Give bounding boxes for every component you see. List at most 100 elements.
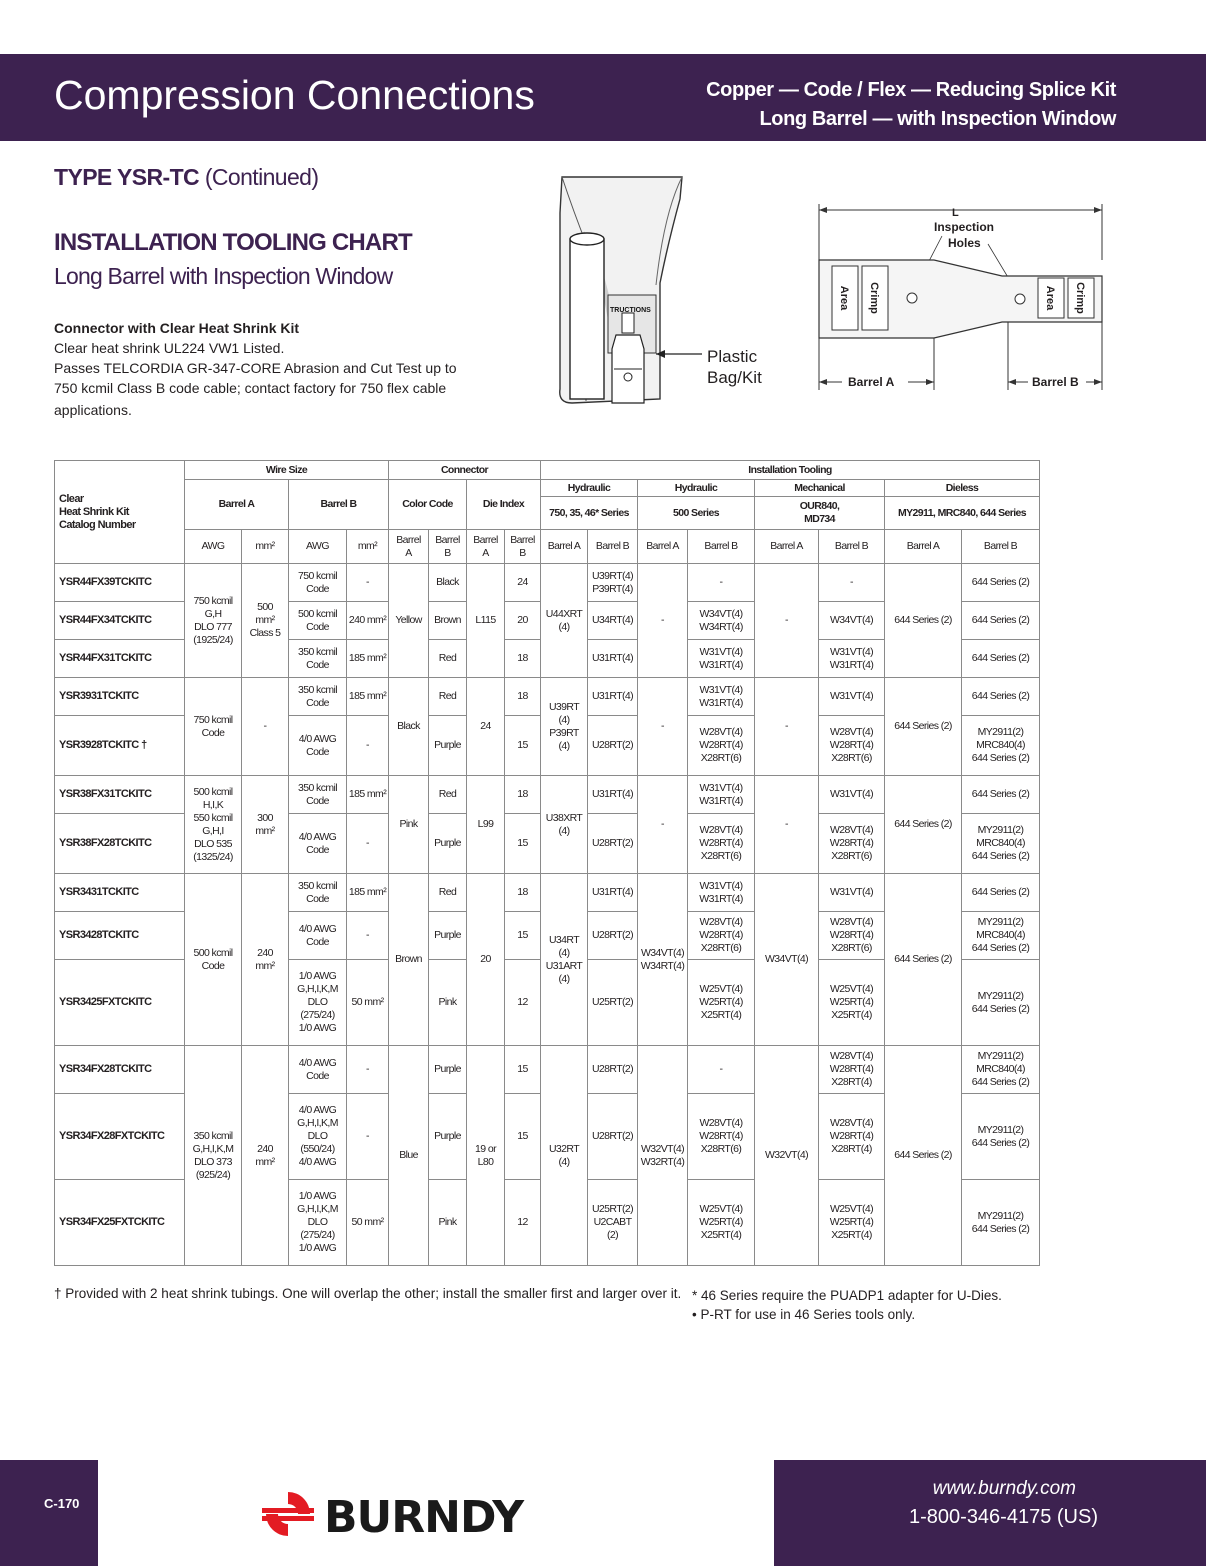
mm2-header-a: mm² bbox=[241, 529, 289, 564]
wire-barrel-b-mm2-cell: 185 mm² bbox=[346, 677, 389, 716]
mechanical-series-header: OUR840,MD734 bbox=[754, 496, 885, 530]
dieless-barrel-a-cell: 644 Series (2) bbox=[884, 775, 962, 874]
header-subtitle: Copper — Code / Flex — Reducing Splice K… bbox=[706, 76, 1116, 134]
mechanical-barrel-b-cell: W31VT(4) bbox=[818, 677, 885, 716]
footnote-dagger: † Provided with 2 heat shrink tubings. O… bbox=[54, 1286, 682, 1301]
burndy-wordmark: BURNDY bbox=[324, 1492, 525, 1543]
mechanical-barrel-b-cell: W25VT(4)W25RT(4)X25RT(4) bbox=[818, 959, 885, 1046]
hydraulic-500-barrel-a-cell: - bbox=[637, 775, 688, 874]
crimp-label-a: Crimp bbox=[868, 282, 880, 314]
hydraulic-750-barrel-b-cell: U25RT(2) bbox=[587, 959, 638, 1046]
hydraulic-500-barrel-b-cell: W25VT(4)W25RT(4)X25RT(4) bbox=[687, 959, 755, 1046]
chart-subtitle: Long Barrel with Inspection Window bbox=[54, 263, 393, 289]
hydraulic-750-barrel-b-cell: U39RT(4)P39RT(4) bbox=[587, 563, 638, 602]
mechanical-barrel-b-cell: - bbox=[818, 563, 885, 602]
catalog-number-cell: YSR3431TCKITC bbox=[54, 873, 185, 912]
catalog-number-cell: YSR34FX28TCKITC bbox=[54, 1045, 185, 1094]
die-index-b-cell: 18 bbox=[504, 639, 541, 678]
die-index-b-cell: 15 bbox=[504, 715, 541, 776]
description-line: Clear heat shrink UL224 VW1 Listed. bbox=[54, 340, 285, 356]
bag-kit-label: Bag/Kit bbox=[707, 368, 762, 387]
hydraulic-500-barrel-b-cell: W34VT(4)W34RT(4) bbox=[687, 601, 755, 640]
description-line: Passes TELCORDIA GR-347-CORE Abrasion an… bbox=[54, 360, 457, 376]
mechanical-barrel-b-cell: W31VT(4) bbox=[818, 775, 885, 814]
die-index-header: Die Index bbox=[466, 479, 541, 530]
mechanical-barrel-a-cell: W32VT(4) bbox=[754, 1045, 819, 1266]
mechanical-barrel-b-cell: W25VT(4)W25RT(4)X25RT(4) bbox=[818, 1179, 885, 1266]
color-code-b-cell: Pink bbox=[428, 959, 467, 1046]
website-link[interactable]: www.burndy.com bbox=[932, 1478, 1076, 1499]
catalog-number-cell: YSR44FX39TCKITC bbox=[54, 563, 185, 602]
color-code-b-cell: Purple bbox=[428, 911, 467, 960]
die-index-a-cell: L99 bbox=[466, 775, 505, 874]
color-code-b-cell: Brown bbox=[428, 601, 467, 640]
hydraulic-750-barrel-b-cell: U31RT(4) bbox=[587, 639, 638, 678]
hydraulic-500-barrel-b-cell: W31VT(4)W31RT(4) bbox=[687, 775, 755, 814]
dieless-barrel-b-cell: 644 Series (2) bbox=[961, 775, 1040, 814]
mechanical-barrel-b-cell: W28VT(4)W28RT(4)X28RT(6) bbox=[818, 911, 885, 960]
dieless-barrel-a-cell: 644 Series (2) bbox=[884, 677, 962, 776]
barrel-b-label: Barrel B bbox=[1032, 375, 1079, 389]
dieless-series-header: MY2911, MRC840, 644 Series bbox=[884, 496, 1040, 530]
awg-header-b: AWG bbox=[288, 529, 347, 564]
instructions-text: TRUCTIONS bbox=[610, 307, 651, 314]
inspection-label: Inspection bbox=[934, 220, 994, 234]
description-line: 750 kcmil Class B code cable; contact fa… bbox=[54, 380, 447, 396]
wire-barrel-b-header: Barrel B bbox=[288, 479, 389, 530]
color-code-a-cell: Yellow bbox=[388, 563, 429, 678]
hydraulic-750-barrel-b-cell: U28RT(2) bbox=[587, 1045, 638, 1094]
die-index-b-cell: 15 bbox=[504, 1045, 541, 1094]
hydraulic-500-barrel-b-cell: W31VT(4)W31RT(4) bbox=[687, 873, 755, 912]
awg-header-a: AWG bbox=[184, 529, 242, 564]
wire-barrel-b-mm2-cell: 50 mm² bbox=[346, 1179, 389, 1266]
wire-barrel-b-mm2-cell: - bbox=[346, 911, 389, 960]
wire-barrel-b-mm2-cell: - bbox=[346, 715, 389, 776]
footnote-prt: • P-RT for use in 46 Series tools only. bbox=[692, 1307, 916, 1322]
dieless-header: Dieless bbox=[884, 479, 1040, 497]
tool-barrel-b-header: Barrel B bbox=[818, 529, 885, 564]
catalog-number-cell: YSR3928TCKITC † bbox=[54, 715, 185, 776]
dieless-barrel-b-cell: MY2911(2)MRC840(4)644 Series (2) bbox=[961, 1045, 1040, 1094]
page-title: Compression Connections bbox=[54, 72, 535, 118]
catalog-number-cell: YSR34FX25FXTCKITC bbox=[54, 1179, 185, 1266]
phone-number: 1-800-346-4175 (US) bbox=[909, 1506, 1098, 1528]
color-code-a-cell: Pink bbox=[388, 775, 429, 874]
dieless-barrel-b-cell: 644 Series (2) bbox=[961, 873, 1040, 912]
die-index-b-cell: 15 bbox=[504, 813, 541, 874]
die-index-a-cell: L115 bbox=[466, 563, 505, 678]
wire-barrel-b-mm2-cell: 185 mm² bbox=[346, 639, 389, 678]
mechanical-barrel-b-cell: W31VT(4)W31RT(4) bbox=[818, 639, 885, 678]
hydraulic-500-barrel-b-cell: W31VT(4)W31RT(4) bbox=[687, 677, 755, 716]
die-index-b-cell: 18 bbox=[504, 677, 541, 716]
color-code-a-cell: Black bbox=[388, 677, 429, 776]
color-code-b-cell: Purple bbox=[428, 715, 467, 776]
type-heading: TYPE YSR-TC (Continued) bbox=[54, 164, 319, 191]
connector-dimension-drawing: L Inspection Holes Area Crimp Area Crimp… bbox=[812, 200, 1112, 405]
header-subtitle-line-1: Copper — Code / Flex — Reducing Splice K… bbox=[706, 79, 1116, 101]
hydraulic-header-1: Hydraulic bbox=[540, 479, 638, 497]
tool-barrel-a-header: Barrel A bbox=[540, 529, 588, 564]
tool-barrel-a-header: Barrel A bbox=[884, 529, 962, 564]
dieless-barrel-a-cell: 644 Series (2) bbox=[884, 563, 962, 678]
hydraulic-750-barrel-b-cell: U28RT(2) bbox=[587, 813, 638, 874]
page-header: Compression Connections Copper — Code / … bbox=[0, 54, 1206, 141]
hydraulic-750-barrel-a-cell: U44XRT(4) bbox=[540, 563, 588, 678]
color-code-b-cell: Red bbox=[428, 677, 467, 716]
catalog-number-cell: YSR38FX31TCKITC bbox=[54, 775, 185, 814]
